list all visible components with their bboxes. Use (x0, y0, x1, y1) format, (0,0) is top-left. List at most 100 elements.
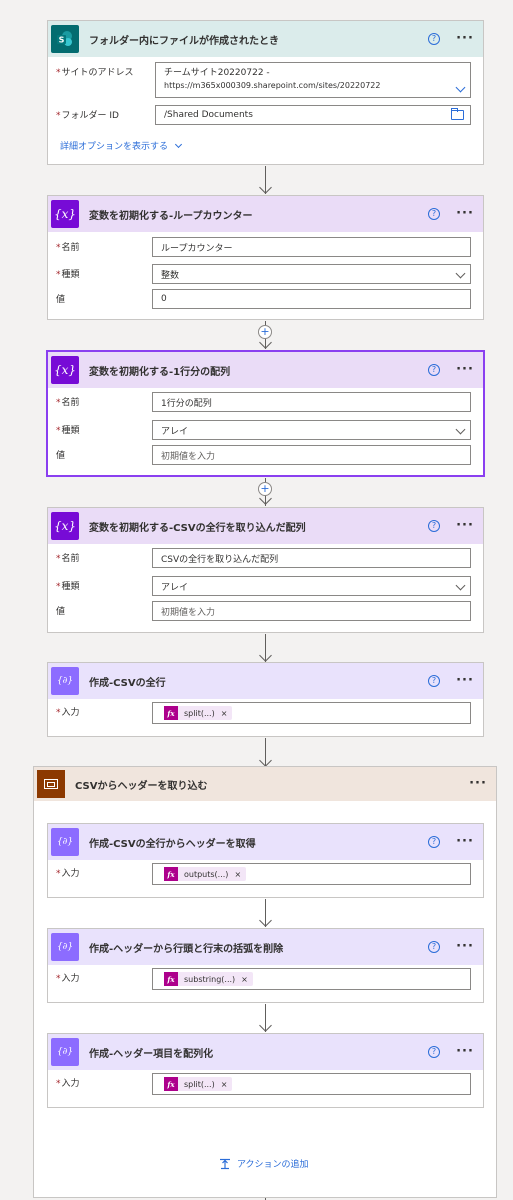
chevron-down-icon[interactable] (455, 580, 466, 591)
type-label: *種類 (56, 582, 80, 592)
input-field[interactable]: fx outputs(...) × (152, 863, 471, 885)
more-options-icon[interactable]: ··· (456, 834, 474, 849)
scope-icon (37, 770, 65, 798)
type-row: *種類 アレイ (48, 420, 483, 442)
compose-header-header[interactable]: {∂} 作成-CSVの全行からヘッダーを取得 ? ··· (48, 824, 483, 860)
compose-all-header[interactable]: {∂} 作成-CSVの全行 ? ··· (48, 663, 483, 699)
arrow-down-icon (259, 649, 272, 662)
compose-header-card[interactable]: {∂} 作成-CSVの全行からヘッダーを取得 ? ··· *入力 fx outp… (47, 823, 484, 898)
name-input[interactable]: 1行分の配列 (152, 392, 471, 412)
help-icon[interactable]: ? (428, 208, 440, 220)
more-options-icon[interactable]: ··· (456, 518, 474, 533)
name-input[interactable]: CSVの全行を取り込んだ配列 (152, 548, 471, 568)
init-variable-row-array-card[interactable]: {x} 変数を初期化する-1行分の配列 ? ··· *名前 1行分の配列 *種類… (47, 351, 484, 476)
init-variable-csv-array-card[interactable]: {x} 変数を初期化する-CSVの全行を取り込んだ配列 ? ··· *名前 CS… (47, 507, 484, 633)
help-icon[interactable]: ? (428, 364, 440, 376)
fx-icon: fx (164, 867, 178, 881)
init-csv-header[interactable]: {x} 変数を初期化する-CSVの全行を取り込んだ配列 ? ··· (48, 508, 483, 544)
input-label: *入力 (56, 1079, 80, 1089)
type-dropdown[interactable]: アレイ (152, 576, 471, 596)
input-label: *入力 (56, 869, 80, 879)
add-action-button[interactable]: アクションの追加 (219, 1157, 309, 1170)
type-value: アレイ (161, 582, 189, 593)
token-label: outputs(...) (184, 869, 229, 879)
value-row: 値 0 (48, 289, 483, 311)
expression-token[interactable]: fx outputs(...) × (164, 867, 247, 881)
more-options-icon[interactable]: ··· (456, 673, 474, 688)
more-options-icon[interactable]: ··· (456, 1044, 474, 1059)
input-field[interactable]: fx split(...) × (152, 702, 471, 724)
help-icon[interactable]: ? (428, 33, 440, 45)
connector-line (265, 166, 266, 194)
remove-token-icon[interactable]: × (220, 708, 228, 718)
compose-trim-header[interactable]: {∂} 作成-ヘッダーから行頭と行末の括弧を削除 ? ··· (48, 929, 483, 965)
type-label: *種類 (56, 270, 80, 280)
help-icon[interactable]: ? (428, 836, 440, 848)
type-dropdown[interactable]: アレイ (152, 420, 471, 440)
trigger-card[interactable]: S フォルダー内にファイルが作成されたとき ? ··· *サイトのアドレス チー… (47, 20, 484, 165)
type-dropdown[interactable]: 整数 (152, 264, 471, 284)
compose-trim-card[interactable]: {∂} 作成-ヘッダーから行頭と行末の括弧を削除 ? ··· *入力 fx su… (47, 928, 484, 1003)
arrow-down-icon (259, 181, 272, 194)
init-row-header[interactable]: {x} 変数を初期化する-1行分の配列 ? ··· (48, 352, 483, 388)
value-input[interactable]: 初期値を入力 (152, 445, 471, 465)
more-options-icon[interactable]: ··· (456, 362, 474, 377)
site-address-label: *サイトのアドレス (56, 68, 134, 78)
more-options-icon[interactable]: ··· (456, 31, 474, 46)
name-input[interactable]: ループカウンター (152, 237, 471, 257)
help-icon[interactable]: ? (428, 675, 440, 687)
init-variable-counter-card[interactable]: {x} 変数を初期化する-ループカウンター ? ··· *名前 ループカウンター… (47, 195, 484, 320)
value-input[interactable]: 0 (152, 289, 471, 309)
help-icon[interactable]: ? (428, 941, 440, 953)
compose-array-card[interactable]: {∂} 作成-ヘッダー項目を配列化 ? ··· *入力 fx split(...… (47, 1033, 484, 1108)
compose-csv-all-rows-card[interactable]: {∂} 作成-CSVの全行 ? ··· *入力 fx split(...) × (47, 662, 484, 737)
sharepoint-icon: S (51, 25, 79, 53)
scope-title: CSVからヘッダーを取り込む (75, 780, 208, 792)
fx-icon: fx (164, 972, 178, 986)
expression-token[interactable]: fx split(...) × (164, 1077, 233, 1091)
name-label: *名前 (56, 554, 80, 564)
trigger-card-header[interactable]: S フォルダー内にファイルが作成されたとき ? ··· (48, 21, 483, 57)
init-counter-header[interactable]: {x} 変数を初期化する-ループカウンター ? ··· (48, 196, 483, 232)
remove-token-icon[interactable]: × (220, 1079, 228, 1089)
input-field[interactable]: fx substring(...) × (152, 968, 471, 990)
connector-line (265, 899, 266, 927)
type-label: *種類 (56, 426, 80, 436)
compose-icon: {∂} (51, 1038, 79, 1066)
fx-icon: fx (164, 706, 178, 720)
help-icon[interactable]: ? (428, 1046, 440, 1058)
connector-line (265, 1198, 266, 1200)
svg-text:S: S (59, 36, 65, 45)
folder-id-value: /Shared Documents (164, 110, 253, 120)
expression-token[interactable]: fx substring(...) × (164, 972, 253, 986)
chevron-down-icon[interactable] (455, 424, 466, 435)
insert-step-plus-icon[interactable]: + (258, 482, 272, 496)
chevron-down-icon (174, 140, 183, 148)
input-field[interactable]: fx split(...) × (152, 1073, 471, 1095)
compose-icon: {∂} (51, 828, 79, 856)
value-row: 値 初期値を入力 (48, 601, 483, 623)
more-options-icon[interactable]: ··· (456, 939, 474, 954)
remove-token-icon[interactable]: × (241, 974, 248, 984)
chevron-down-icon[interactable] (455, 268, 466, 279)
site-address-line1: チームサイト20220722 - (164, 68, 270, 78)
type-row: *種類 アレイ (48, 576, 483, 598)
compose-array-header[interactable]: {∂} 作成-ヘッダー項目を配列化 ? ··· (48, 1034, 483, 1070)
remove-token-icon[interactable]: × (234, 869, 242, 879)
folder-id-input[interactable]: /Shared Documents (155, 105, 471, 125)
more-options-icon[interactable]: ··· (456, 206, 474, 221)
site-address-dropdown[interactable]: チームサイト20220722 - https://m365x000309.sha… (155, 62, 471, 98)
sharepoint-logo-icon: S (57, 31, 72, 46)
folder-icon[interactable] (451, 108, 464, 120)
show-advanced-options-link[interactable]: 詳細オプションを表示する (60, 139, 183, 152)
connector-line (265, 634, 266, 662)
help-icon[interactable]: ? (428, 520, 440, 532)
more-options-icon[interactable]: ··· (469, 776, 487, 791)
arrow-down-icon (259, 754, 272, 767)
expression-token[interactable]: fx split(...) × (164, 706, 233, 720)
value-input[interactable]: 初期値を入力 (152, 601, 471, 621)
trigger-title: フォルダー内にファイルが作成されたとき (89, 35, 279, 47)
scope-header[interactable]: CSVからヘッダーを取り込む ··· (34, 767, 496, 801)
insert-step-plus-icon[interactable]: + (258, 325, 272, 339)
name-row: *名前 ループカウンター (48, 237, 483, 259)
